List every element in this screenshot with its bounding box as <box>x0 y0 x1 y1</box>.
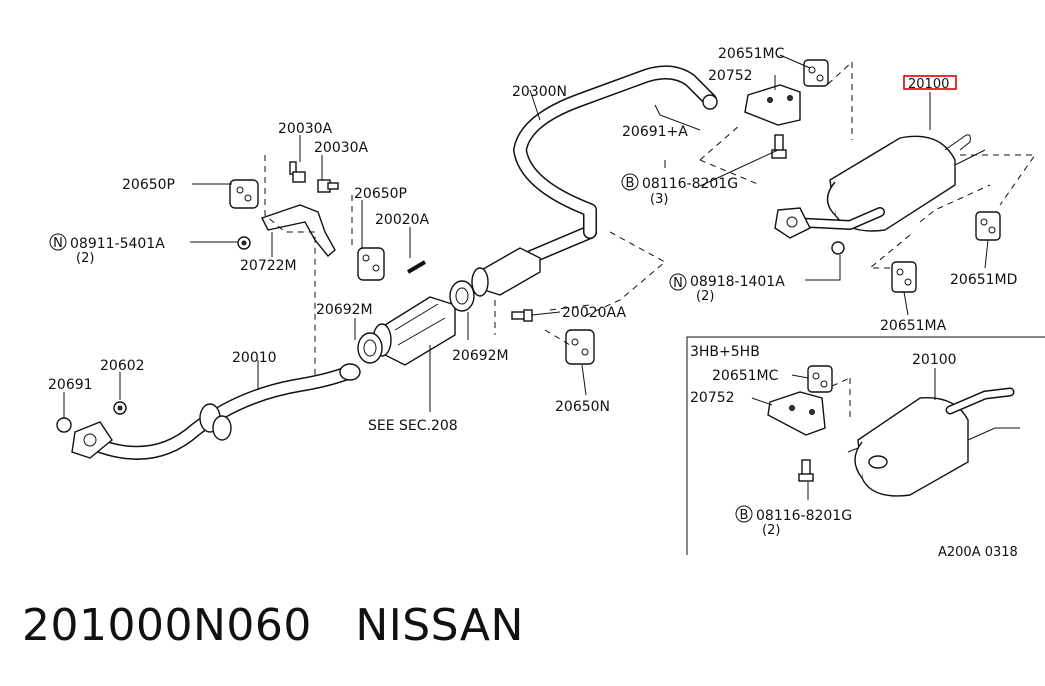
label-08116-qty: (3) <box>650 192 668 207</box>
label-20100-highlighted: 20100 <box>908 77 949 92</box>
svg-text:N: N <box>673 276 683 291</box>
label-20722M: 20722M <box>240 258 297 274</box>
label-20030A-2: 20030A <box>314 140 369 156</box>
gasket-20691-rear[interactable] <box>831 241 845 255</box>
mount-20651MD[interactable] <box>975 211 1001 241</box>
inset-label-20752: 20752 <box>690 390 735 406</box>
mount-20650P-left[interactable] <box>229 179 259 209</box>
label-20602: 20602 <box>100 358 145 374</box>
nut-08911-5401A[interactable] <box>237 236 251 250</box>
brand-name: NISSAN <box>355 600 524 651</box>
inset-bolt-marker-b: B <box>735 505 753 523</box>
inset-label-08116-qty: (2) <box>762 523 780 538</box>
label-20650P-2: 20650P <box>354 186 407 202</box>
nut-20602[interactable] <box>113 401 127 415</box>
bolt-marker-b: B <box>621 173 639 191</box>
inset-border <box>686 336 1045 555</box>
label-20651MC: 20651MC <box>718 46 785 62</box>
gasket-20692M-rear[interactable] <box>449 280 475 312</box>
label-20020AA: 20020AA <box>562 305 627 321</box>
label-20651MA: 20651MA <box>880 318 947 334</box>
label-20691A: 20691+A <box>622 124 688 140</box>
inset-bolt-08116-8201G[interactable] <box>798 459 814 482</box>
bolt-08116-8201G[interactable] <box>771 134 787 159</box>
mount-20651MA[interactable] <box>891 261 917 293</box>
label-20692M-1: 20692M <box>316 302 373 318</box>
bolt-20030A-right[interactable] <box>317 179 339 193</box>
bracket-20722M[interactable] <box>261 204 336 257</box>
label-08911-qty: (2) <box>76 251 94 266</box>
gasket-20691[interactable] <box>56 417 72 433</box>
label-20650N: 20650N <box>555 399 610 415</box>
exhaust-parts-diagram: 20651MC 20752 20100 20300N 20691+A B 081… <box>48 46 1045 560</box>
inset-label-20100: 20100 <box>912 352 957 368</box>
stud-20020A[interactable] <box>406 260 427 274</box>
label-08918-1401A: 08918-1401A <box>690 274 785 290</box>
label-20752: 20752 <box>708 68 753 84</box>
label-08116-8201G: 08116-8201G <box>642 176 738 192</box>
svg-text:B: B <box>626 176 635 191</box>
label-see-sec-208: SEE SEC.208 <box>368 418 458 434</box>
gasket-20692M-front[interactable] <box>357 332 383 364</box>
mount-20650N[interactable] <box>565 329 595 365</box>
inset-bracket-20752[interactable] <box>767 391 826 436</box>
label-20651MD: 20651MD <box>950 272 1017 288</box>
part-number: 201000N060 <box>22 600 312 651</box>
mount-20650P-right[interactable] <box>357 247 385 281</box>
label-08918-qty: (2) <box>696 289 714 304</box>
inset-title: 3HB+5HB <box>690 344 760 360</box>
center-pipe-resonator[interactable] <box>471 225 597 297</box>
part-caption: 201000N060 NISSAN <box>22 600 524 651</box>
nut-marker-n-1: N <box>49 233 67 251</box>
main-muffler-20100[interactable] <box>774 134 986 239</box>
diagram-code: A200A 0318 <box>938 545 1018 560</box>
label-20691: 20691 <box>48 377 93 393</box>
label-08911-5401A: 08911-5401A <box>70 236 165 252</box>
label-20030A-1: 20030A <box>278 121 333 137</box>
label-20300N: 20300N <box>512 84 567 100</box>
nut-marker-n-2: N <box>669 273 687 291</box>
svg-text:B: B <box>740 508 749 523</box>
inset-label-08116-8201G: 08116-8201G <box>756 508 852 524</box>
catalytic-converter[interactable] <box>372 296 456 366</box>
label-20010: 20010 <box>232 350 277 366</box>
label-20692M-2: 20692M <box>452 348 509 364</box>
bolt-20020AA[interactable] <box>511 309 533 322</box>
front-pipe-20010[interactable] <box>71 363 361 460</box>
label-20020A: 20020A <box>375 212 430 228</box>
svg-text:N: N <box>53 236 63 251</box>
highlight-box-20100 <box>903 75 957 90</box>
inset-mount-20651MC[interactable] <box>807 365 833 393</box>
bolt-20030A-left[interactable] <box>289 161 306 183</box>
inset-label-20651MC: 20651MC <box>712 368 779 384</box>
mount-20651MC[interactable] <box>803 59 829 87</box>
label-20650P-1: 20650P <box>122 177 175 193</box>
bracket-20752[interactable] <box>744 84 801 126</box>
inset-muffler-20100[interactable] <box>847 387 1020 497</box>
main-pipe-20300N[interactable] <box>513 65 718 239</box>
